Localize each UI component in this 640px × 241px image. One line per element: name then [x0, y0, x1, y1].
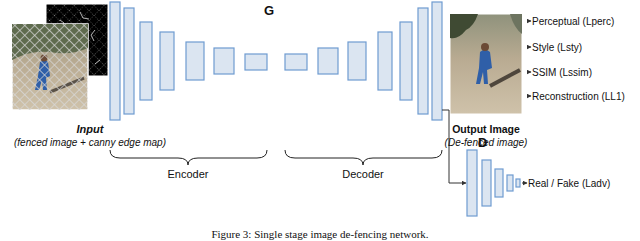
- generator-layers: [124, 8, 134, 114]
- discriminator-layers: [467, 150, 477, 216]
- discriminator-layers: [482, 160, 491, 206]
- connector-arrow: [529, 96, 532, 97]
- output-photo: [481, 43, 489, 51]
- node-text: Style (Lsty): [532, 41, 585, 54]
- decoder-brace: [285, 150, 442, 165]
- output-photo: [510, 14, 522, 34]
- generator-layers: [400, 22, 412, 100]
- output-photo: [450, 14, 522, 114]
- output-photo: [450, 14, 522, 114]
- connector-arrow: [529, 47, 532, 48]
- connector-arrow: [522, 183, 527, 184]
- node-text: Perceptual (Lperc): [532, 15, 617, 28]
- generator-layers: [418, 8, 428, 114]
- discriminator-layers: [495, 169, 503, 197]
- fenced-photo: [12, 24, 88, 110]
- generator-layers: [140, 22, 152, 100]
- fenced-photo: [12, 24, 88, 110]
- loss-label: Real / Fake (Ladv): [528, 177, 613, 190]
- discriminator-layers: [516, 179, 520, 187]
- discriminator-layers: [467, 150, 520, 216]
- connector-arrow: [529, 21, 532, 22]
- node-text: (fenced image + canny edge map): [2, 136, 178, 149]
- node-text: Real / Fake (Ladv): [528, 177, 613, 190]
- node-text: SSIM (Lssim): [532, 66, 594, 79]
- generator-layers: [110, 2, 120, 120]
- output-photo: [476, 50, 492, 85]
- generator-block: G: [108, 2, 442, 120]
- output-photo: [450, 14, 478, 38]
- node-text: Input: [2, 122, 178, 136]
- generator-layers: [160, 32, 174, 90]
- generator-layers: [186, 42, 204, 80]
- loss-label: Style (Lsty): [532, 41, 585, 54]
- fenced-photo: [12, 24, 88, 110]
- generator-layers: [110, 2, 442, 120]
- discriminator-layers: [507, 175, 513, 191]
- generator-layers: [245, 54, 267, 70]
- connector-arrow: [529, 72, 532, 73]
- section-label: Encoder: [168, 167, 209, 181]
- output-group: Output Image(De-fenced image): [444, 12, 529, 149]
- generator-layers: [318, 48, 338, 74]
- section-label: Decoder: [342, 167, 384, 181]
- loss-label: Perceptual (Lperc): [532, 15, 617, 28]
- output-photo: [490, 70, 520, 86]
- loss-label: SSIM (Lssim): [532, 66, 594, 79]
- generator-layers: [285, 54, 307, 70]
- node-text: Output Image: [444, 122, 529, 136]
- figure-caption: Figure 3: Single stage image de-fencing …: [211, 228, 428, 240]
- generator-layers: [214, 48, 234, 74]
- generator-layers: [432, 2, 442, 120]
- input-group: Input(fenced image + canny edge map): [2, 122, 178, 149]
- node-text: G: [264, 2, 442, 19]
- discriminator-block: D: [462, 134, 522, 232]
- generator-layers: [348, 42, 366, 80]
- encoder-brace: [110, 150, 267, 165]
- node-text: Reconstruction (LL1): [532, 90, 627, 103]
- loss-label: Reconstruction (LL1): [532, 90, 627, 103]
- node-text: D: [478, 134, 522, 151]
- generator-layers: [378, 32, 392, 90]
